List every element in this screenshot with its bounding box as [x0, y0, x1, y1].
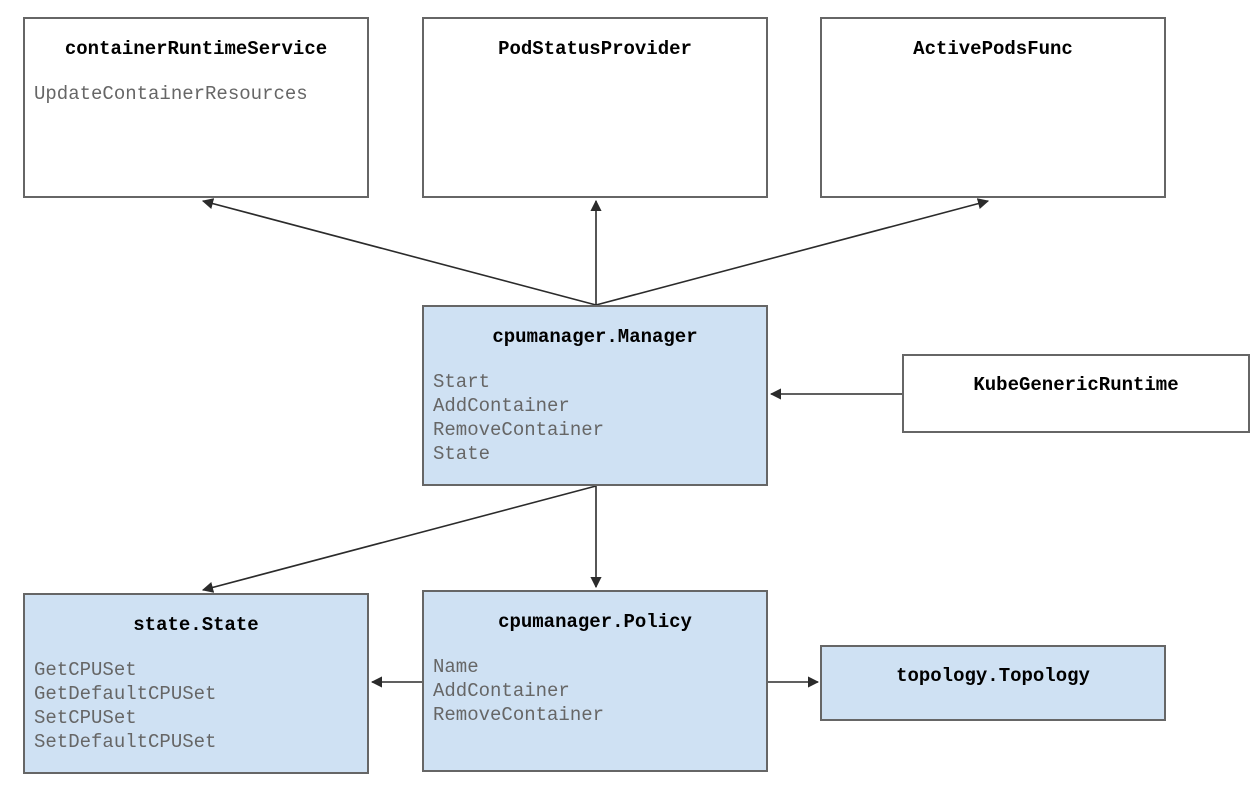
node-podstatusprovider[interactable]: PodStatusProvider — [422, 17, 768, 198]
edge-manager-to-containerruntimeservice — [201, 198, 597, 306]
node-topology-topology[interactable]: topology.Topology — [820, 645, 1166, 721]
node-title: containerRuntimeService — [64, 38, 328, 60]
node-title: cpumanager.Policy — [498, 611, 692, 633]
node-title: KubeGenericRuntime — [973, 374, 1179, 396]
node-cpumanager-policy[interactable]: cpumanager.Policy Name AddContainer Remo… — [422, 590, 768, 772]
node-title: cpumanager.Manager — [492, 326, 698, 348]
node-state-state[interactable]: state.State GetCPUSet GetDefaultCPUSet S… — [23, 593, 369, 774]
edge-manager-to-state — [201, 485, 597, 593]
node-cpumanager-manager[interactable]: cpumanager.Manager Start AddContainer Re… — [422, 305, 768, 486]
node-containerruntimeservice[interactable]: containerRuntimeService UpdateContainerR… — [23, 17, 369, 198]
node-methods: GetCPUSet GetDefaultCPUSet SetCPUSet Set… — [34, 658, 217, 753]
node-title: state.State — [133, 614, 259, 636]
node-methods: Start AddContainer RemoveContainer State — [433, 370, 605, 465]
node-methods: Name AddContainer RemoveContainer — [433, 655, 605, 726]
node-title: ActivePodsFunc — [913, 38, 1073, 60]
node-title: topology.Topology — [896, 665, 1090, 687]
node-activepodsfunc[interactable]: ActivePodsFunc — [820, 17, 1166, 198]
node-title: PodStatusProvider — [498, 38, 692, 60]
edge-manager-to-activepodsfunc — [595, 198, 990, 306]
node-methods: UpdateContainerResources — [34, 82, 308, 105]
node-kubegenericruntime[interactable]: KubeGenericRuntime — [902, 354, 1250, 433]
